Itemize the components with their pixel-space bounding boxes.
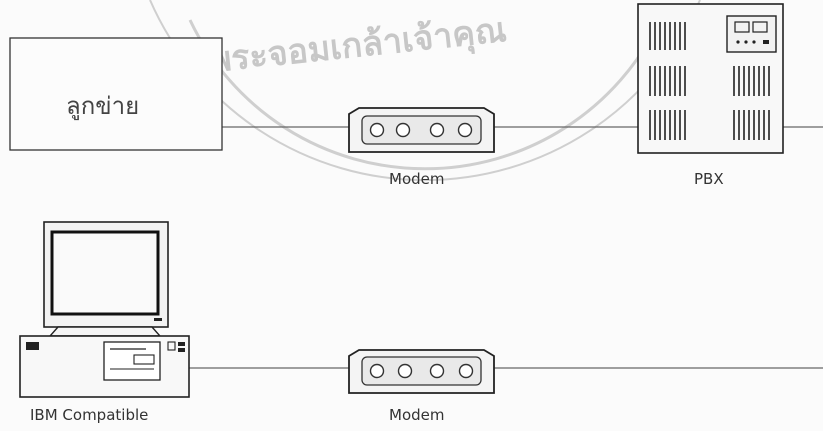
pbx-label: PBX [694,170,724,188]
connection-lines [189,127,823,368]
computer-label: IBM Compatible [30,406,148,424]
computer-icon [20,222,189,397]
modem-top-label: Modem [389,170,444,188]
modem-top-icon [349,108,494,152]
modem-bottom-icon [349,350,494,393]
pbx-icon [638,4,783,153]
client-label: ลูกข่าย [66,86,139,125]
pbx-display-panel [727,16,776,52]
modem-bottom-label: Modem [389,406,444,424]
watermark-text: พระจอมเกล้าเจ้าคุณ [207,10,508,82]
